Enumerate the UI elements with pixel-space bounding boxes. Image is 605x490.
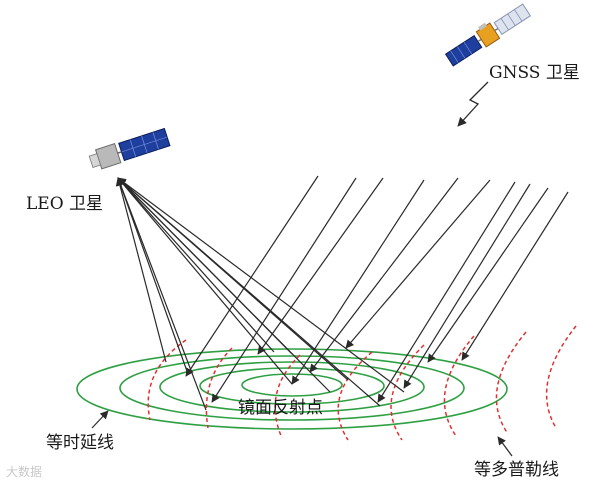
watermark-logo: 大数据 (6, 465, 43, 479)
incident-ray (211, 177, 357, 403)
iso-delay-label: 等时延线 (46, 433, 114, 453)
iso-doppler-curve (443, 335, 475, 437)
leo-satellite-label: LEO 卫星 (26, 194, 104, 214)
reflected-ray (116, 177, 189, 375)
lightning-arrow-icon (457, 81, 489, 127)
iso-delay-ellipse (159, 361, 425, 413)
iso-doppler-lines (147, 325, 577, 441)
reflected-ray (117, 177, 293, 385)
specular-point-label: 镜面反射点 (238, 398, 323, 418)
incident-ray (403, 183, 531, 389)
iso-doppler-curve (390, 344, 425, 441)
reflected-ray (115, 177, 167, 363)
iso-delay-ellipse (199, 367, 385, 405)
iso-delay-pointer (91, 410, 109, 429)
reflected-ray (116, 177, 207, 411)
incident-ray (427, 187, 549, 363)
incident-ray (461, 191, 569, 361)
gnss-incident-rays (185, 175, 569, 403)
incident-ray (291, 179, 425, 385)
reflected-ray (117, 177, 275, 353)
incident-ray (345, 179, 491, 349)
iso-delay-ellipse (76, 348, 508, 430)
iso-doppler-curve (495, 331, 527, 435)
gnss-satellite-icon (444, 3, 532, 67)
leo-satellite-icon (88, 127, 171, 170)
iso-doppler-curve (274, 354, 301, 439)
iso-doppler-curve (545, 325, 577, 429)
gnss-satellite-label: GNSS 卫星 (489, 63, 580, 83)
iso-delay-ellipse (241, 373, 343, 397)
iso-doppler-label: 等多普勒线 (474, 460, 559, 480)
reflected-ray (117, 177, 381, 407)
iso-delay-lines (76, 348, 508, 430)
reflected-ray (117, 177, 405, 393)
incident-ray (257, 177, 384, 355)
reflected-ray (117, 177, 293, 355)
incident-ray (185, 175, 319, 377)
iso-doppler-curve (205, 347, 233, 429)
incident-ray (377, 181, 516, 403)
incident-ray (309, 177, 459, 373)
iso-delay-ellipse (119, 355, 465, 421)
leo-reflected-rays (115, 177, 405, 411)
iso-doppler-pointer (497, 436, 513, 457)
iso-doppler-curve (147, 339, 187, 421)
